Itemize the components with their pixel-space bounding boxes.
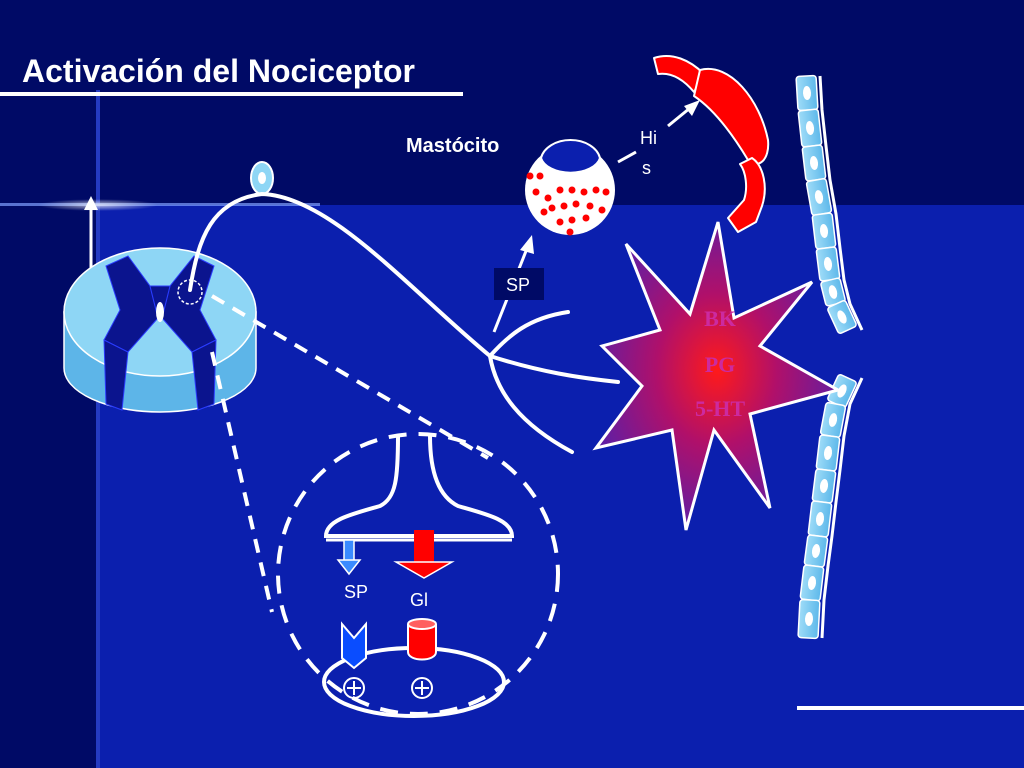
endothelial-cell	[803, 534, 829, 568]
histamine-label-1: Hi	[640, 128, 657, 148]
glutamate-release-arrow	[393, 530, 455, 579]
presynaptic-terminal	[323, 434, 515, 538]
mast-cell-label: Mastócito	[406, 135, 499, 157]
glu-label-1: Gl	[410, 590, 428, 610]
depolarization-symbol-glu	[411, 677, 433, 699]
bottom-right-rule	[797, 706, 1024, 710]
smooth-muscle	[653, 55, 770, 233]
mast-cell-granules	[526, 172, 610, 236]
sp-label: SP	[506, 275, 530, 295]
vessel-wall-line	[820, 377, 864, 639]
endothelial-cell	[827, 300, 857, 334]
cell-nucleus	[804, 612, 814, 626]
endothelial-cell	[801, 144, 827, 182]
cell-nucleus	[837, 384, 847, 398]
zoom-lines	[210, 294, 490, 613]
endothelial-cell	[805, 177, 833, 217]
cell-nucleus	[837, 310, 847, 324]
mediator-5ht: 5-HT	[695, 396, 745, 421]
mediator-pg: PG	[705, 352, 736, 377]
endothelial-cell	[797, 108, 823, 148]
endothelial-cell	[797, 598, 821, 640]
endothelial-cell	[811, 468, 837, 504]
nociceptor-fiber	[188, 191, 620, 454]
histamine-label-2: s	[642, 158, 651, 178]
depolarization-symbol-sp	[343, 677, 365, 699]
cell-nucleus	[828, 285, 838, 299]
vessel-wall-line	[818, 75, 864, 331]
glutamate-receptor	[407, 618, 437, 661]
cell-nucleus	[815, 512, 825, 526]
cell-nucleus	[828, 413, 838, 427]
cell-nucleus	[814, 190, 824, 204]
histamine-arrow-tail	[617, 150, 637, 164]
ganglion-nucleus	[258, 172, 266, 184]
cell-nucleus	[823, 446, 833, 460]
page-title: Activación del Nociceptor	[22, 53, 415, 89]
mediators-starburst: BK PG 5-HT	[592, 221, 842, 531]
endothelial-cell	[799, 564, 825, 602]
light-vertical-line	[96, 90, 100, 768]
mast-cell	[525, 139, 615, 236]
sp-receptor	[341, 621, 367, 670]
endothelium-upper	[795, 74, 864, 334]
light-flare	[38, 199, 158, 211]
gray-matter	[103, 255, 217, 411]
synapse-inset: SP Gl u	[276, 432, 560, 718]
cell-nucleus	[819, 479, 829, 493]
endothelial-cell	[815, 246, 841, 282]
title-underline	[0, 92, 463, 96]
cell-nucleus	[807, 576, 817, 590]
endothelial-cell	[827, 374, 857, 408]
sp-inset-label: SP	[344, 582, 368, 602]
sp-release-arrow	[336, 539, 362, 576]
cell-nucleus	[805, 121, 815, 135]
central-canal	[156, 302, 164, 322]
sp-box	[494, 268, 544, 300]
endothelial-cell	[795, 74, 819, 112]
mediator-bk: BK	[704, 306, 736, 331]
endothelial-cell	[807, 500, 833, 538]
spinal-cord	[63, 247, 257, 413]
cell-nucleus	[819, 224, 829, 238]
endothelial-cell	[815, 434, 841, 472]
endothelium-lower	[797, 374, 864, 640]
light-horizontal-line	[0, 203, 320, 206]
histamine-arrow	[667, 100, 700, 128]
cell-nucleus	[811, 544, 821, 558]
endothelial-cell	[811, 212, 837, 250]
cell-nucleus	[802, 86, 812, 100]
cell-nucleus	[809, 156, 819, 170]
cell-nucleus	[823, 257, 833, 271]
